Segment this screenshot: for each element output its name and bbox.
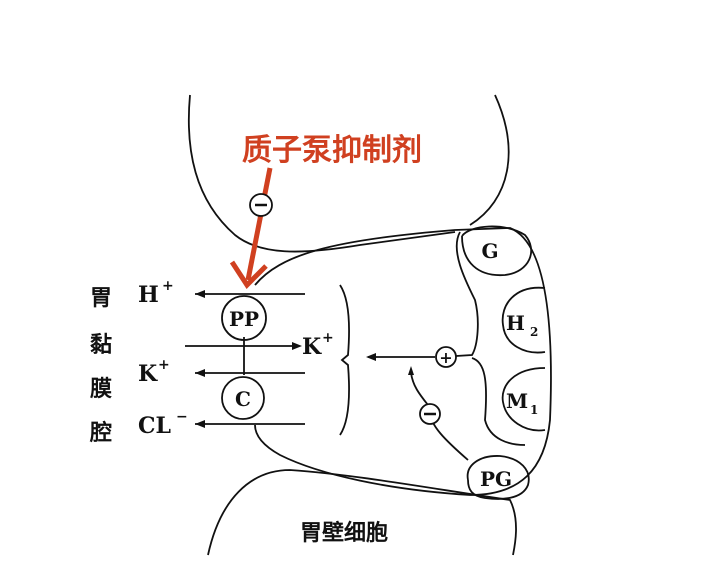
lumen-char-2: 黏 xyxy=(90,333,112,358)
ion-h: H xyxy=(138,282,159,308)
bracket xyxy=(339,284,350,436)
parietal-cell-label: 胃壁细胞 xyxy=(300,520,388,546)
svg-text:+: + xyxy=(158,357,170,373)
stimulate-plus-icon xyxy=(435,346,457,368)
lumen-char-3: 膜 xyxy=(90,377,112,402)
ion-k-right: K xyxy=(302,334,322,360)
h2-receptor xyxy=(501,286,546,354)
upper-cell-outline-right xyxy=(469,94,510,226)
channel-label: C xyxy=(235,387,251,411)
ion-cl: CL xyxy=(138,413,171,439)
svg-text:1: 1 xyxy=(530,403,538,417)
lower-cell-outline xyxy=(207,469,517,556)
receptor-m1: M xyxy=(506,389,528,413)
inhibitor-arrow xyxy=(245,167,273,281)
upper-cell-outline xyxy=(187,94,456,253)
receptor-membrane-upper xyxy=(439,231,479,358)
svg-text:+: + xyxy=(439,348,452,367)
pump-label: PP xyxy=(229,307,259,331)
lumen-char-4: 腔 xyxy=(89,420,112,446)
receptor-h2: H xyxy=(506,311,525,335)
receptor-pg: PG xyxy=(480,467,512,491)
parietal-cell-outline xyxy=(254,227,552,496)
m1-receptor xyxy=(501,367,546,432)
gastrin-receptor xyxy=(461,225,533,276)
svg-text:+: + xyxy=(162,278,174,294)
proton-pump-circle xyxy=(221,295,267,341)
channel-circle xyxy=(221,376,265,420)
lumen-char-1: 胃 xyxy=(90,286,112,311)
ion-k-left: K xyxy=(138,361,158,387)
svg-text:−: − xyxy=(176,409,188,425)
receptor-g: G xyxy=(481,239,498,263)
svg-text:+: + xyxy=(322,330,334,346)
svg-text:2: 2 xyxy=(530,325,538,339)
pg-receptor xyxy=(466,455,530,500)
inhibitor-title: 质子泵抑制剂 xyxy=(242,133,422,168)
receptor-membrane-lower xyxy=(471,357,526,446)
